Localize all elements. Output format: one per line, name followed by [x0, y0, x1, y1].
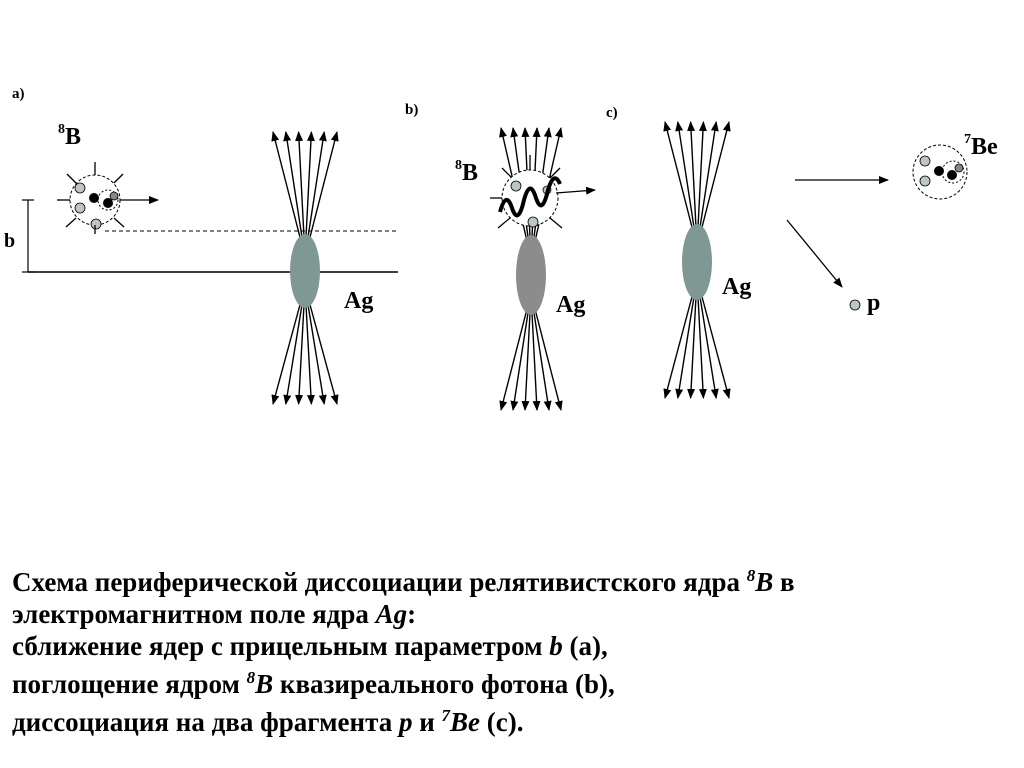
ag-nucleus-c [663, 121, 731, 399]
ag-nucleus-a [271, 131, 339, 405]
field-line [309, 303, 339, 405]
field-line [663, 295, 693, 399]
caption-line-1: Схема периферической диссоциации релятив… [12, 566, 795, 597]
ag-ellipse [516, 235, 546, 315]
field-line [663, 121, 693, 229]
field-line [305, 303, 315, 405]
field-line [307, 303, 327, 405]
field-line [699, 121, 719, 229]
field-line [687, 295, 697, 399]
panel-b [490, 127, 596, 411]
impact-parameter-label: b [4, 230, 16, 252]
field-line [271, 131, 301, 239]
b8-nucleus-excited [490, 155, 596, 229]
proton-label: p [867, 290, 881, 316]
field-line [309, 131, 339, 239]
ag-ellipse [290, 234, 320, 308]
caption: Схема периферической диссоциации релятив… [12, 560, 1017, 738]
field-line [295, 303, 305, 405]
field-line [687, 121, 697, 229]
be7-label: 7Be [964, 132, 998, 160]
b8-label-b: 8B [455, 158, 479, 186]
panel-c [663, 121, 968, 399]
field-line [701, 121, 731, 229]
dissociation-diagram [22, 121, 968, 411]
proton-particle [510, 180, 522, 192]
caption-line-2: электромагнитном поле ядра Ag: [12, 599, 417, 629]
caption-line-5: диссоциация на два фрагмента p и 7Be (c)… [12, 706, 524, 737]
proton-particle [919, 175, 931, 187]
panel-c-label: c) [606, 105, 618, 121]
field-line [305, 131, 315, 239]
neutron-particle [934, 166, 944, 176]
field-line [697, 121, 707, 229]
field-line [534, 310, 563, 411]
field-line [295, 131, 305, 239]
proton-fragment [849, 299, 861, 311]
proton-particle [74, 202, 86, 214]
b8-nucleus [57, 162, 159, 234]
proton-particle [74, 182, 86, 194]
field-line [697, 295, 707, 399]
field-line [521, 310, 531, 411]
panel-a [22, 131, 398, 405]
proton-direction-arrow [786, 219, 843, 288]
proton-particle [527, 216, 539, 228]
field-line [283, 131, 303, 239]
field-line [499, 310, 528, 411]
field-line [699, 295, 719, 399]
field-line [510, 310, 529, 411]
neutron-particle [947, 170, 957, 180]
caption-line-4: поглощение ядром 8B квазиреального фотон… [12, 668, 615, 699]
panel-a-label: a) [12, 86, 25, 102]
field-line [701, 295, 731, 399]
field-line [283, 303, 303, 405]
b8-label-a: 8B [58, 122, 82, 150]
field-line [533, 310, 552, 411]
ag-ellipse [682, 224, 712, 300]
proton-particle [919, 155, 931, 167]
field-line [271, 303, 301, 405]
panel-b-label: b) [405, 102, 419, 118]
field-line [675, 295, 695, 399]
neutron-particle [103, 198, 113, 208]
proton-particle [90, 218, 102, 230]
field-line [307, 131, 327, 239]
field-line [675, 121, 695, 229]
photon-squiggle [498, 176, 562, 218]
ag-label-a: Ag [344, 288, 374, 314]
neutron-particle [89, 193, 99, 203]
be7-nucleus [912, 144, 968, 200]
field-line [531, 310, 541, 411]
ag-label-b: Ag [556, 292, 586, 318]
caption-line-3: сближение ядер с прицельным параметром b… [12, 631, 608, 661]
ag-label-c: Ag [722, 274, 752, 300]
